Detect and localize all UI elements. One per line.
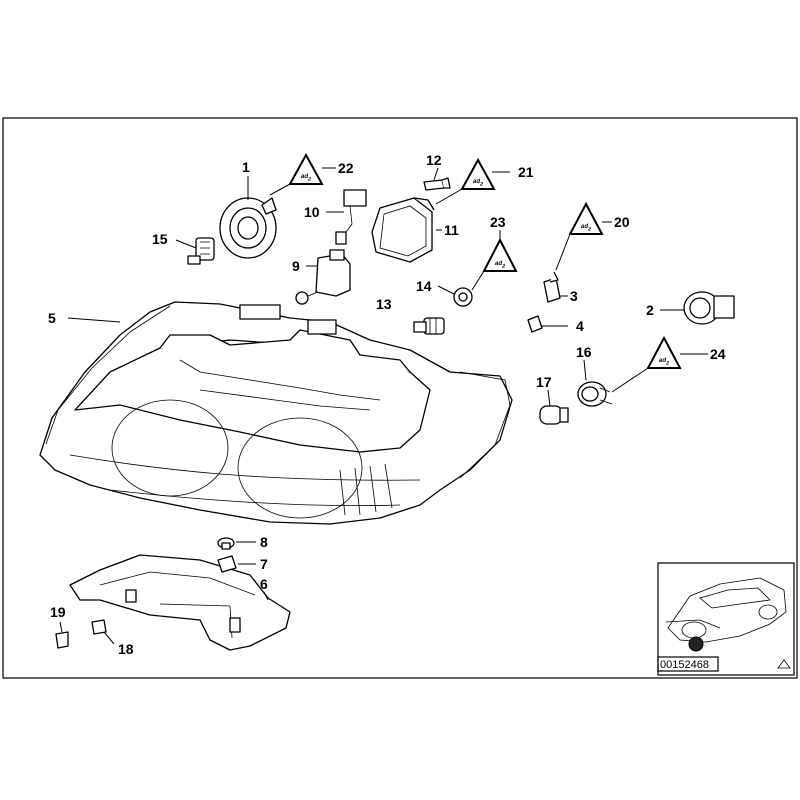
- callout-23: 23: [490, 214, 506, 230]
- diagram-frame: [2, 117, 798, 679]
- callout-3: 3: [570, 288, 578, 304]
- svg-text:ᵃᵈ₂: ᵃᵈ₂: [495, 259, 506, 269]
- callout-22: 22: [338, 160, 354, 176]
- callout-4: 4: [576, 318, 584, 334]
- callout-19: 19: [50, 604, 66, 620]
- part-16-socket[interactable]: [577, 381, 613, 407]
- callout-9: 9: [292, 258, 300, 274]
- part-18-clip[interactable]: [91, 619, 107, 635]
- svg-text:ᵃᵈ₂: ᵃᵈ₂: [659, 356, 670, 366]
- warning-symbol-20: ᵃᵈ₂: [568, 201, 604, 235]
- callout-11: 11: [444, 222, 459, 238]
- callout-24: 24: [710, 346, 726, 362]
- part-7-nut[interactable]: [217, 555, 237, 573]
- callout-16: 16: [576, 344, 592, 360]
- callout-17: 17: [536, 374, 552, 390]
- callout-13: 13: [376, 296, 392, 312]
- part-8-screw[interactable]: [217, 537, 235, 550]
- headlight-housing[interactable]: [39, 301, 513, 525]
- callout-20: 20: [614, 214, 630, 230]
- triangle-icon: [777, 659, 791, 669]
- part-1-reflector[interactable]: [219, 197, 277, 259]
- callout-6: 6: [260, 576, 268, 592]
- part-14-clip-ring[interactable]: [453, 287, 473, 307]
- callout-8: 8: [260, 534, 268, 550]
- part-4-small-bulb[interactable]: [527, 315, 543, 333]
- callout-12: 12: [426, 152, 442, 168]
- part-17-bulb[interactable]: [539, 405, 569, 425]
- warning-symbol-21: ᵃᵈ₂: [460, 157, 496, 190]
- leader-lines: [59, 167, 708, 645]
- callout-2: 2: [646, 302, 654, 318]
- svg-text:ᵃᵈ₂: ᵃᵈ₂: [301, 172, 312, 182]
- part-15-bulb[interactable]: [187, 237, 215, 265]
- part-6-bracket[interactable]: [69, 554, 291, 651]
- part-11-ballast[interactable]: [371, 197, 435, 263]
- callout-7: 7: [260, 556, 268, 572]
- svg-text:ᵃᵈ₂: ᵃᵈ₂: [581, 222, 592, 232]
- part-13-bulb[interactable]: [413, 317, 445, 335]
- locator-marker-icon: [688, 636, 704, 652]
- callout-18: 18: [118, 641, 134, 657]
- callout-21: 21: [518, 164, 534, 180]
- callout-15: 15: [152, 231, 168, 247]
- callout-14: 14: [416, 278, 432, 294]
- warning-symbol-24: ᵃᵈ₂: [646, 335, 682, 369]
- reference-code: 00152468: [660, 659, 709, 671]
- part-12-screw[interactable]: [423, 177, 451, 191]
- part-9-bulb-holder[interactable]: [295, 249, 351, 305]
- warning-symbol-22: ᵃᵈ₂: [288, 152, 324, 185]
- callout-10: 10: [304, 204, 320, 220]
- warning-symbol-23: ᵃᵈ₂: [482, 237, 518, 272]
- callout-5: 5: [48, 310, 56, 326]
- vehicle-locator-inset: 00152468: [657, 562, 795, 676]
- part-2-holder[interactable]: [683, 291, 735, 325]
- part-10-connector[interactable]: [335, 189, 367, 245]
- callout-1: 1: [242, 159, 250, 175]
- part-3-bulb[interactable]: [543, 271, 561, 303]
- part-19-screw[interactable]: [55, 631, 69, 649]
- svg-text:ᵃᵈ₂: ᵃᵈ₂: [473, 177, 484, 187]
